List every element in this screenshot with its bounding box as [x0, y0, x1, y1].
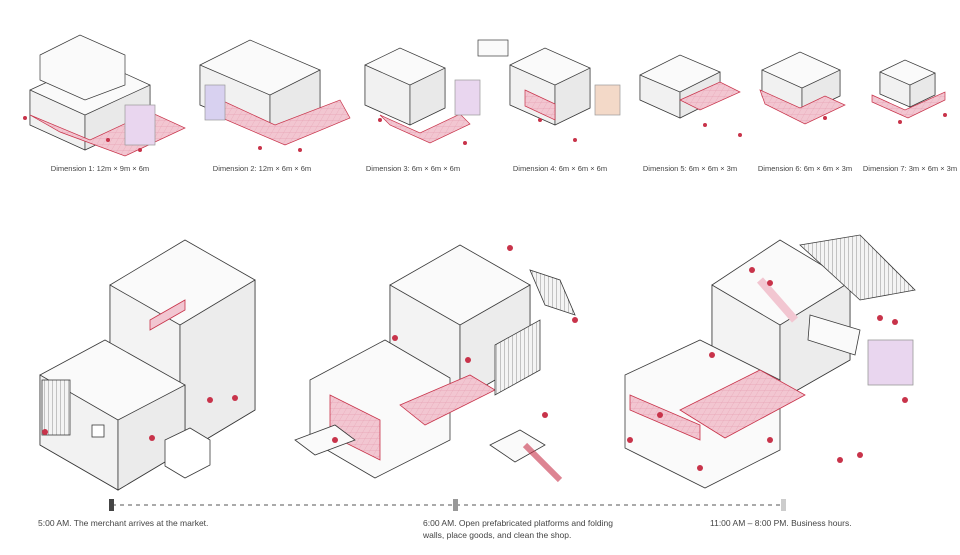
dimension-label-4: Dimension 4: 6m × 6m × 6m — [512, 164, 608, 173]
stage1-cart — [164, 427, 211, 479]
timeline-step-2: 6:00 AM. Open prefabricated platforms an… — [423, 518, 613, 540]
stage3-people — [627, 267, 908, 471]
dimension-label-3: Dimension 3: 6m × 6m × 6m — [365, 164, 461, 173]
stage-opening-building — [294, 244, 576, 483]
module-dimension-3 — [364, 47, 481, 144]
timeline-step-3: 11:00 AM – 8:00 PM. Business hours. — [710, 518, 852, 528]
people-figures-top — [23, 113, 947, 152]
timeline-step-1: 5:00 AM. The merchant arrives at the mar… — [38, 518, 209, 528]
timeline-marker-2 — [453, 499, 458, 511]
dimension-label-2: Dimension 2: 12m × 6m × 6m — [212, 164, 312, 173]
stage-business-building — [624, 234, 916, 489]
timeline-marker-1 — [109, 499, 114, 511]
module-dimension-7 — [871, 59, 946, 119]
dimension-label-6: Dimension 6: 6m × 6m × 3m — [757, 164, 853, 173]
module-dimension-2 — [199, 39, 351, 146]
stage2-people — [332, 245, 578, 443]
dimension-label-5: Dimension 5: 6m × 6m × 3m — [642, 164, 738, 173]
module-dimension-5 — [639, 54, 741, 119]
timeline — [109, 499, 786, 511]
module-dimension-1 — [29, 34, 186, 157]
dimension-label-7: Dimension 7: 3m × 6m × 3m — [862, 164, 958, 173]
stage1-people — [42, 395, 238, 441]
module-dimension-6 — [759, 51, 846, 125]
dimension-label-1: Dimension 1: 12m × 9m × 6m — [50, 164, 150, 173]
module-dimension-4 — [477, 39, 621, 126]
timeline-marker-3 — [781, 499, 786, 511]
stage-closed-building — [39, 239, 256, 491]
